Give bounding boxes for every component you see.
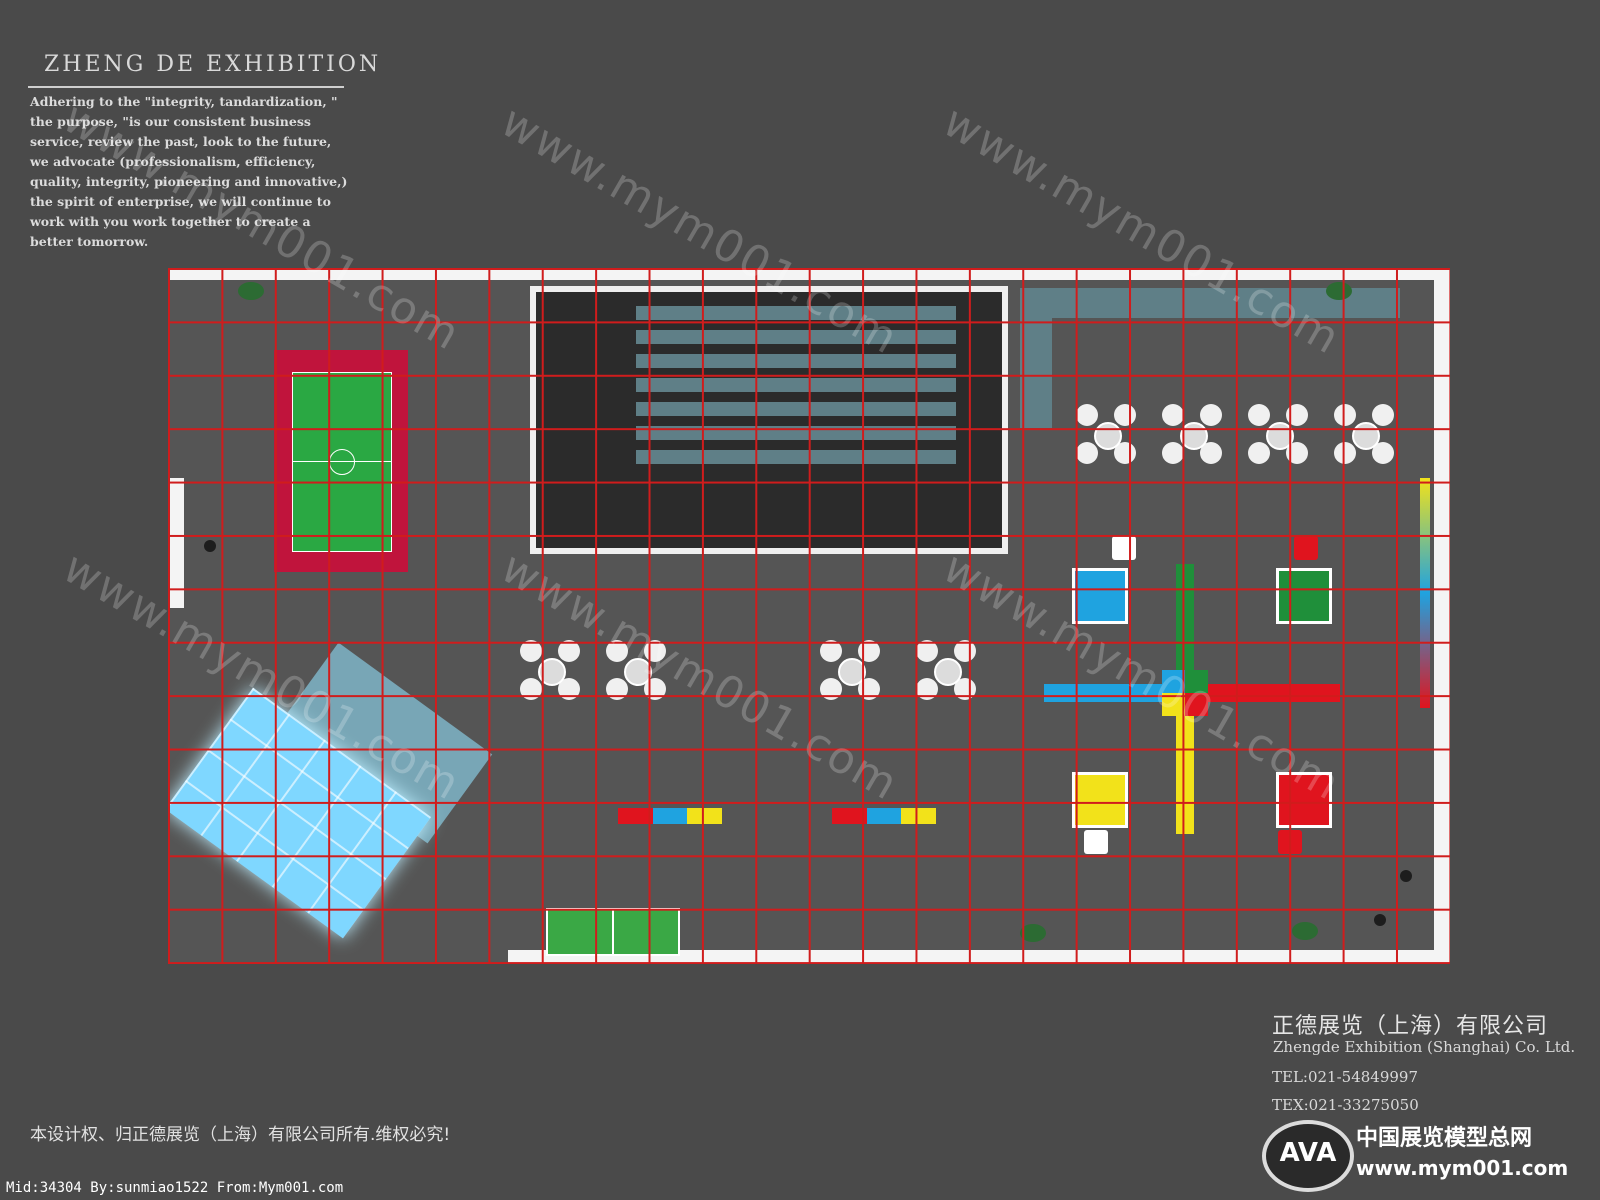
ludo-home-green — [1276, 568, 1332, 624]
mini-soccer-pitch — [546, 908, 680, 956]
color-bench — [618, 808, 722, 824]
seat-row — [636, 402, 956, 416]
seat-row — [636, 426, 956, 440]
seat-block-right-side — [1020, 318, 1052, 428]
ava-logo-icon: AVA — [1262, 1120, 1354, 1192]
wall-left — [168, 478, 184, 608]
color-bench — [832, 808, 936, 824]
footer-meta: Mid:34304 By:sunmiao1522 From:Mym001.com — [6, 1180, 344, 1196]
stage-seating-area — [530, 286, 1008, 554]
person — [204, 540, 216, 552]
plant — [1326, 282, 1352, 300]
table-set — [1162, 404, 1222, 464]
table-set — [916, 640, 976, 700]
table-set — [1334, 404, 1394, 464]
logo-url[interactable]: www.mym001.com — [1356, 1156, 1569, 1180]
table-set — [1076, 404, 1136, 464]
plant — [1020, 924, 1046, 942]
person — [1400, 870, 1412, 882]
floor-plan — [168, 268, 1450, 964]
seat-row — [636, 450, 956, 464]
company-tel: TEL:021-54849997 — [1272, 1068, 1419, 1086]
brand-divider — [28, 86, 344, 88]
dice — [1112, 536, 1136, 560]
wall-right — [1434, 268, 1450, 964]
dice — [1294, 536, 1318, 560]
dice — [1084, 830, 1108, 854]
color-side-strip — [1420, 478, 1430, 708]
brand-title: ZHENG DE EXHIBITION — [44, 52, 382, 77]
logo-name-zh: 中国展览模型总网 — [1356, 1126, 1533, 1151]
logo-badge-text: AVA — [1279, 1138, 1337, 1168]
table-set — [520, 640, 580, 700]
company-name-zh: 正德展览（上海）有限公司 — [1272, 1014, 1549, 1039]
basketball-court — [274, 350, 408, 572]
copyright-notice: 本设计权、归正德展览（上海）有限公司所有.维权必究! — [30, 1125, 451, 1145]
table-set — [1248, 404, 1308, 464]
court-surface — [292, 372, 392, 552]
seat-row — [636, 330, 956, 344]
dice — [1278, 830, 1302, 854]
seat-row — [636, 378, 956, 392]
plant — [1292, 922, 1318, 940]
person — [1374, 914, 1386, 926]
company-fax: TEX:021-33275050 — [1272, 1096, 1419, 1114]
plant — [238, 282, 264, 300]
seat-row — [636, 354, 956, 368]
ludo-home-yellow — [1072, 772, 1128, 828]
court-center-circle — [329, 449, 355, 475]
brand-slogan: Adhering to the "integrity, tandardizati… — [30, 94, 348, 249]
company-name-en: Zhengde Exhibition (Shanghai) Co. Ltd. — [1273, 1038, 1576, 1056]
table-set — [820, 640, 880, 700]
